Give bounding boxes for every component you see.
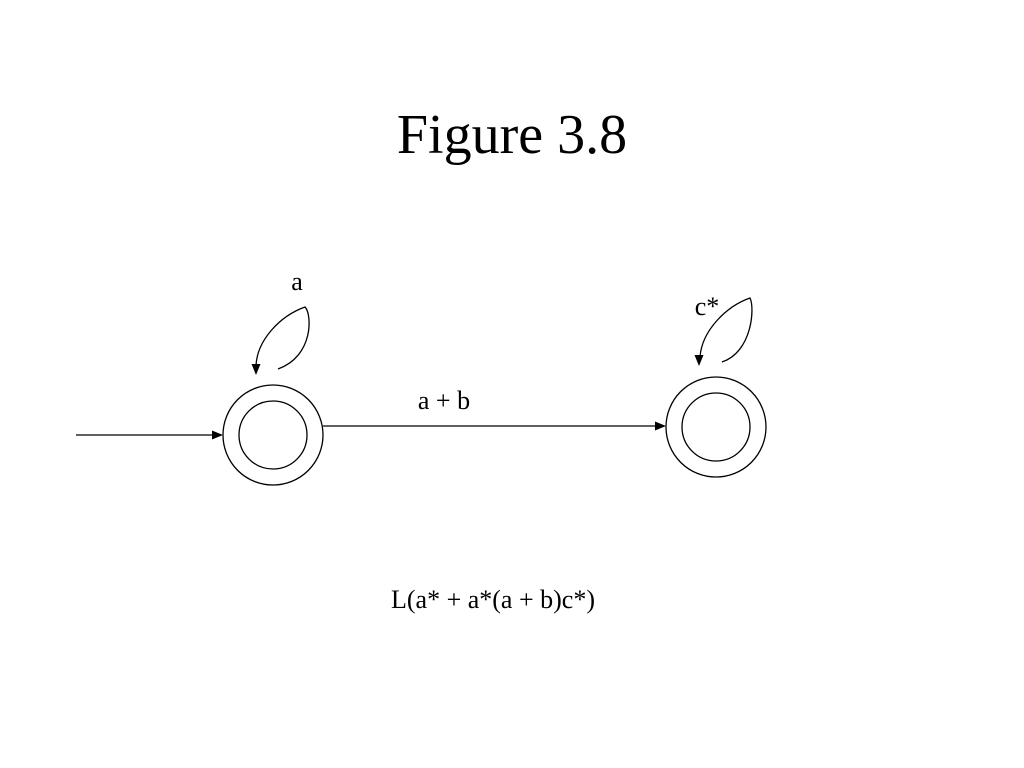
state-q1-inner-ring xyxy=(681,392,751,462)
transition-q0-q1: a + b xyxy=(323,386,666,431)
figure-title: Figure 3.8 xyxy=(396,104,628,166)
self-loop-q1: c* xyxy=(694,292,753,366)
start-arrow xyxy=(76,430,223,440)
state-q0 xyxy=(222,384,324,486)
state-q1 xyxy=(665,376,767,478)
self-loop-q0-label: a xyxy=(291,267,303,296)
state-q1-outer-ring xyxy=(665,376,767,478)
transition-q0-q1-label: a + b xyxy=(418,386,470,415)
state-q0-inner-ring xyxy=(238,400,308,470)
self-loop-q1-label: c* xyxy=(695,292,720,321)
state-q0-outer-ring xyxy=(222,384,324,486)
language-expression: L(a* + a*(a + b)c*) xyxy=(390,585,595,614)
self-loop-q0: a xyxy=(251,267,310,375)
